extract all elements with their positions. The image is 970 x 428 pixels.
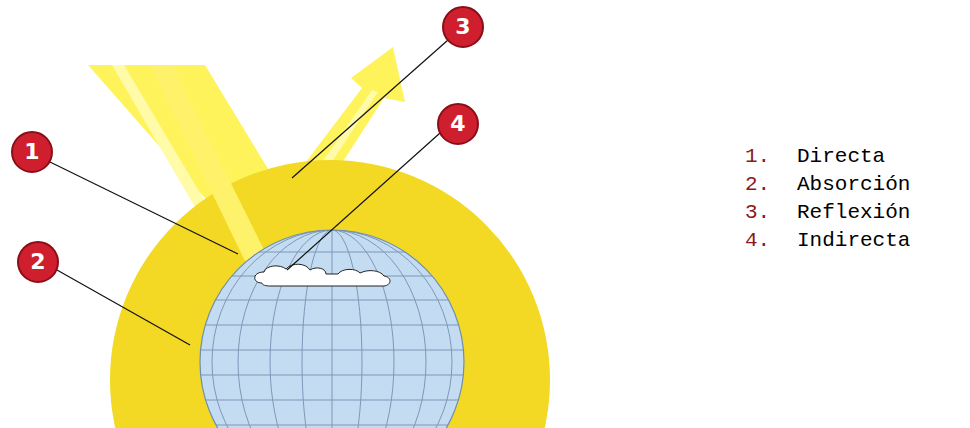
direct-beam (150, 65, 268, 263)
key-text: Absorción (797, 174, 910, 195)
callout-number: 3 (455, 16, 470, 38)
callout-disc (12, 132, 52, 172)
callout-disc (443, 7, 483, 47)
callout-disc (438, 104, 478, 144)
grid-line (190, 375, 470, 376)
grid-line (190, 425, 470, 426)
atmosphere-band (110, 160, 550, 428)
callout-number: 2 (30, 251, 45, 273)
grid-line (190, 400, 470, 401)
key-number: 1. (745, 146, 770, 167)
grid-line (190, 325, 470, 326)
grid-line (270, 230, 394, 428)
globe-outline (200, 230, 464, 428)
grid-line (302, 230, 362, 428)
grid-line (190, 300, 470, 301)
key-text: Indirecta (797, 230, 910, 251)
leader-line (57, 270, 190, 345)
leader-line (50, 162, 238, 254)
key-text: Directa (797, 146, 885, 167)
callout-disc (18, 242, 58, 282)
key-number: 2. (745, 174, 770, 195)
grid-line (238, 230, 426, 428)
grid-line (190, 350, 470, 351)
key-text: Reflexión (797, 202, 910, 223)
key-number: 4. (745, 230, 770, 251)
callout-number: 4 (450, 113, 465, 135)
grid-line (332, 220, 333, 428)
leader-line (287, 133, 440, 270)
cloud (255, 264, 390, 286)
leader-line (292, 40, 448, 178)
callout-number: 1 (24, 141, 39, 163)
key-number: 3. (745, 202, 770, 223)
